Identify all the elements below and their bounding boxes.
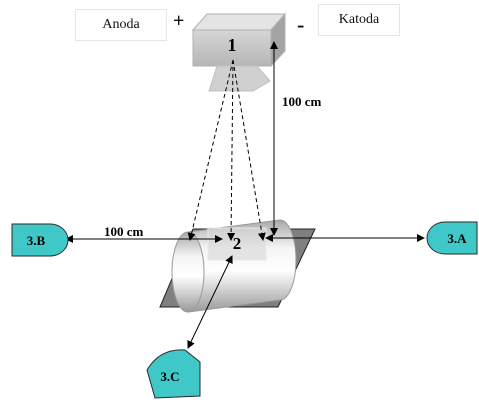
distance-c-arrow xyxy=(187,255,233,349)
vertical-distance-label: 100 cm xyxy=(282,94,322,109)
minus-sign: - xyxy=(297,12,305,37)
beam-center xyxy=(227,59,236,241)
plus-sign: + xyxy=(173,10,185,32)
point-c-label: 3.C xyxy=(160,369,179,384)
horizontal-distance-label: 100 cm xyxy=(104,224,144,239)
cathode-label: Katoda xyxy=(318,4,400,36)
object-marker-box xyxy=(207,227,267,261)
object-number: 2 xyxy=(233,234,242,253)
point-a-marker: 3.A xyxy=(426,221,478,255)
point-b-label: 3.B xyxy=(27,233,46,248)
xray-tube: 1 xyxy=(191,12,287,92)
beam-left xyxy=(187,59,234,241)
point-c-marker: 3.C xyxy=(146,349,201,399)
point-a-label: 3.A xyxy=(447,231,467,246)
point-b-marker: 3.B xyxy=(11,223,69,257)
beam-right xyxy=(232,59,266,241)
tube-number: 1 xyxy=(228,35,237,55)
anode-label: Anoda xyxy=(75,9,167,41)
